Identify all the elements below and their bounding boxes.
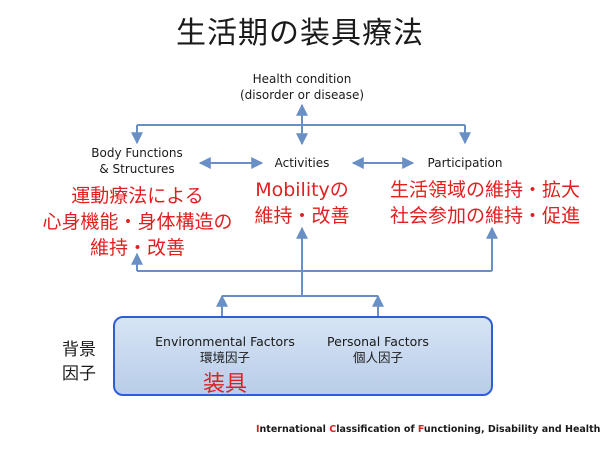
health-condition-node: Health condition (disorder or disease) (200, 71, 404, 103)
contextual-factors-box (113, 316, 493, 396)
participation-label: Participation (427, 156, 503, 170)
contextual-factors-line2: 因子 (62, 364, 96, 384)
orthosis-note: 装具 (202, 372, 247, 397)
body-functions-note-line3: 維持・改善 (89, 237, 185, 259)
page-title: 生活期の装具療法 (176, 16, 424, 51)
environmental-factors-node: Environmental Factors 環境因子 (145, 334, 305, 366)
environmental-factors-label: Environmental Factors (155, 334, 295, 349)
citation-initial-f: F (417, 424, 424, 435)
citation-part-1: nternational (259, 424, 330, 435)
activities-note-line2: 維持・改善 (254, 205, 350, 227)
contextual-factors-label: 背景 因子 (62, 338, 96, 386)
activities-label: Activities (274, 156, 330, 170)
personal-factors-node: Personal Factors 個人因子 (318, 334, 438, 366)
citation-initial-i: I (256, 424, 260, 435)
citation-part-3: unctioning, Disability and Health (ICF) (423, 424, 600, 435)
body-functions-note: 運動療法による 心身機能・身体構造の 維持・改善 (30, 183, 245, 261)
body-functions-note-line1: 運動療法による (71, 185, 204, 207)
participation-note-line1: 生活領域の維持・拡大 (389, 179, 580, 201)
contextual-factors-line1: 背景 (62, 340, 96, 360)
participation-note-line2: 社会参加の維持・促進 (389, 205, 580, 227)
body-functions-sub: & Structures (99, 162, 175, 176)
participation-note: 生活領域の維持・拡大 社会参加の維持・促進 (370, 177, 600, 229)
personal-factors-label: Personal Factors (327, 334, 429, 349)
health-condition-sub: (disorder or disease) (239, 88, 365, 102)
body-functions-node: Body Functions & Structures (72, 145, 202, 177)
activities-note-line1: Mobilityの (255, 179, 349, 201)
citation-part-2: lassification of (336, 424, 418, 435)
health-condition-label: Health condition (252, 72, 352, 86)
environmental-factors-sub: 環境因子 (199, 350, 250, 365)
body-functions-label: Body Functions (91, 146, 183, 160)
icf-citation: International Classification of Function… (256, 424, 600, 435)
personal-factors-sub: 個人因子 (352, 350, 403, 365)
body-functions-note-line2: 心身機能・身体構造の (42, 211, 233, 233)
citation-initial-c: C (329, 424, 337, 435)
activities-note: Mobilityの 維持・改善 (232, 177, 372, 229)
